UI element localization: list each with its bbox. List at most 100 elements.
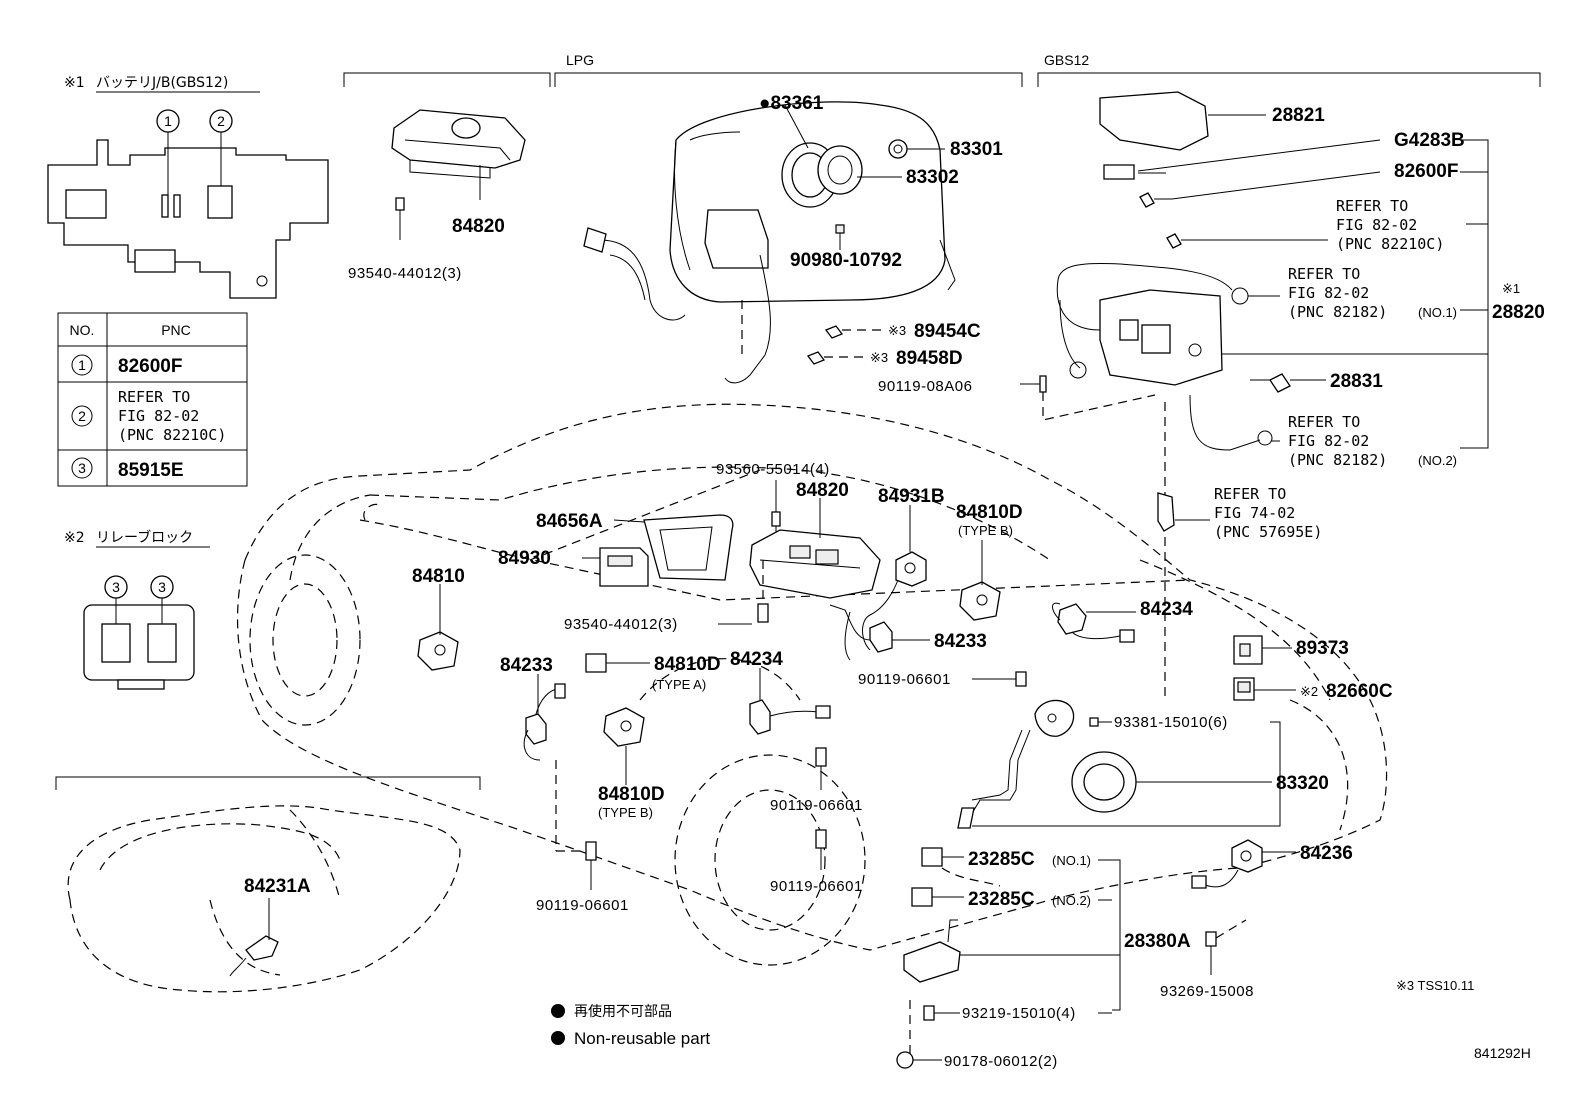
label-90119-06601-b: 90119-06601 [770,797,863,814]
label-84810D-a: 84810D [654,654,721,675]
table-row-2-pnc-line2: FIG 82-02 [118,407,199,425]
table-row-2-pnc-line1: REFER TO [118,388,190,406]
table-row-2-no: 2 [78,408,86,424]
label-89373: 89373 [1296,638,1349,659]
label-93381-15010: 93381-15010(6) [1114,714,1228,731]
ref-82182-no1-line3: (PNC 82182) [1288,303,1387,321]
label-typeB-2: (TYPE B) [598,805,653,820]
svg-text:3: 3 [158,579,166,595]
ref-82182-no2-line1: REFER TO [1288,413,1360,431]
mark2-82660C: ※2 [1300,684,1318,699]
ref-82182-no2-line2: FIG 82-02 [1288,432,1369,450]
legend: 再使用不可部品 Non-reusable part [551,1003,710,1048]
label-90119-08A06: 90119-08A06 [878,378,972,395]
ref-82182-no1-line2: FIG 82-02 [1288,284,1369,302]
label-82600F: 82600F [1394,161,1458,182]
label-typeB-1: (TYPE B) [958,523,1013,538]
table-row-1-no: 1 [78,357,86,373]
ref-57695E-line2: FIG 74-02 [1214,504,1295,522]
label-84236: 84236 [1300,843,1353,864]
mark1-28820: ※1 [1502,281,1520,296]
table-header-pnc: PNC [161,322,191,338]
table-row-3-pnc: 85915E [118,460,184,481]
label-84820-top: 84820 [452,216,505,237]
callout-circle-1 [156,109,180,133]
label-90178-06012: 90178-06012(2) [944,1053,1058,1070]
label-84810D-b1: 84810D [956,502,1023,523]
table-header-no: NO. [70,322,95,338]
svg-text:2: 2 [217,113,225,129]
battery-jb-mark: ※1 [64,75,85,91]
section-label-lpg: LPG [566,52,594,68]
relay-block-title: リレーブロック [96,529,193,546]
label-93540-44012-mid: 93540-44012(3) [564,616,678,633]
label-89458D: 89458D [896,348,963,369]
tss-note: ※3 TSS10.11 [1396,978,1474,993]
figure-code: 841292H [1474,1045,1531,1061]
label-84810: 84810 [412,566,465,587]
battery-jb-title: バッテリJ/B(GBS12) [96,75,228,91]
lpg-ecu-top: 84820 93540-44012(3) [348,109,526,282]
label-84931B: 84931B [878,486,945,507]
table-row-2-pnc-line3: (PNC 82210C) [118,426,226,444]
label-82660C: 82660C [1326,681,1393,702]
mark3-89454C: ※3 [888,323,906,338]
table-row-1-pnc: 82600F [118,356,182,377]
label-28831: 28831 [1330,371,1383,392]
label-83302: 83302 [906,167,959,188]
section-label-gbs12: GBS12 [1044,52,1089,68]
label-84820-mid: 84820 [796,480,849,501]
label-28821: 28821 [1272,105,1325,126]
ref-82210C-line1: REFER TO [1336,197,1408,215]
label-no2: (NO.2) [1418,453,1457,468]
label-84233-left: 84233 [500,655,553,676]
label-no2b: (NO.2) [1052,893,1091,908]
vehicle-body-outline [236,403,1388,966]
label-23285C-1: 23285C [968,849,1035,870]
gbs12-junction-block: 28821 G4283B 82600F REFER TO FIG 82-02 (… [878,91,1545,700]
label-93540-44012-top: 93540-44012(3) [348,265,462,282]
label-93219-15010: 93219-15010(4) [962,1005,1076,1022]
label-28820: 28820 [1492,302,1545,323]
label-23285C-2: 23285C [968,889,1035,910]
label-83361: ●83361 [759,93,824,114]
ref-82182-no2-line3: (PNC 82182) [1288,451,1387,469]
label-93560-55014: 93560-55014(4) [716,461,830,478]
label-90980-10792: 90980-10792 [790,250,902,271]
svg-text:1: 1 [164,113,172,129]
label-83320: 83320 [1276,773,1329,794]
relay-block-inset: ※2 リレーブロック 3 3 [64,529,210,690]
section-bracket-gbs12: GBS12 [1037,52,1541,87]
legend-jp: 再使用不可部品 [574,1003,672,1020]
label-84810D-b2: 84810D [598,784,665,805]
non-reusable-bullet-icon [551,1004,565,1018]
interior-parts: 93560-55014(4) 84820 84656A 84930 84931B… [412,461,1027,914]
ref-57695E-line1: REFER TO [1214,485,1286,503]
svg-text:3: 3 [112,579,120,595]
label-84231A: 84231A [244,876,311,897]
ref-82210C-line2: FIG 82-02 [1336,216,1417,234]
label-G4283B: G4283B [1394,130,1465,151]
label-83301: 83301 [950,139,1003,160]
label-93269-15008: 93269-15008 [1160,983,1254,1000]
seat-inset: 84231A [55,776,481,993]
label-84234-left: 84234 [730,649,783,670]
label-typeA: (TYPE A) [652,677,706,692]
battery-jb-inset: ※1 バッテリJ/B(GBS12) 1 2 [47,75,329,299]
label-84234-right: 84234 [1140,599,1193,620]
ref-82182-no1-line1: REFER TO [1288,265,1360,283]
table-row-3-no: 3 [78,460,86,476]
label-28380A: 28380A [1124,931,1191,952]
label-84233-right: 84233 [934,631,987,652]
callout-circle-3b [150,575,174,599]
callout-circle-2 [209,109,233,133]
mark3-89458D: ※3 [870,350,888,365]
lpg-tank-assembly: ●83361 83301 83302 90980-10792 ※3 89454C… [583,93,1003,384]
label-84930: 84930 [498,548,551,569]
pnc-table: NO. PNC 1 82600F 2 REFER TO FIG 82-02 (P… [57,312,248,487]
section-bracket-lpg: LPG [343,52,1023,87]
label-90119-06601-a: 90119-06601 [858,671,951,688]
non-reusable-bullet-icon-2 [551,1031,565,1045]
label-no1: (NO.1) [1418,305,1457,320]
